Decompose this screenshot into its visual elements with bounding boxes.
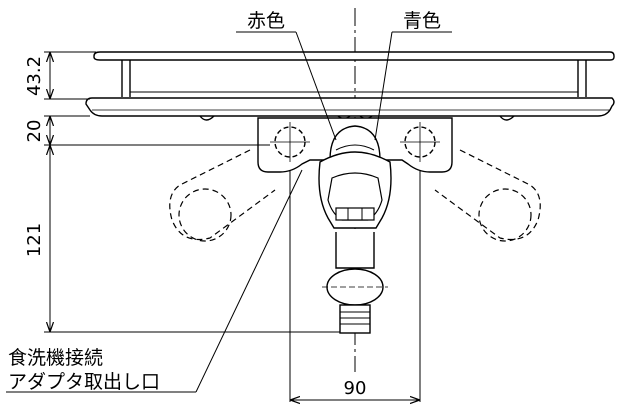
dim-handle-axis: 121 [24,223,45,257]
dim-handle-span: 90 [344,378,367,399]
center-lever [318,125,392,229]
right-handle [434,149,541,242]
extension-lines [44,51,421,402]
outlet-leader [6,169,303,393]
base-plate [85,97,615,121]
label-blue: 青色 [403,10,441,32]
label-outlet-line2: アダプタ取出し口 [8,371,160,393]
dim-base: 20 [24,120,45,143]
color-leaders [236,31,452,141]
outlet-spout [322,232,388,334]
dim-deck-plate: 43.2 [24,56,45,96]
label-red: 赤色 [247,10,285,32]
label-outlet-line1: 食洗機接続 [8,347,103,369]
top-plate [93,51,615,97]
left-handle [169,149,276,242]
dimension-lines [50,52,420,400]
